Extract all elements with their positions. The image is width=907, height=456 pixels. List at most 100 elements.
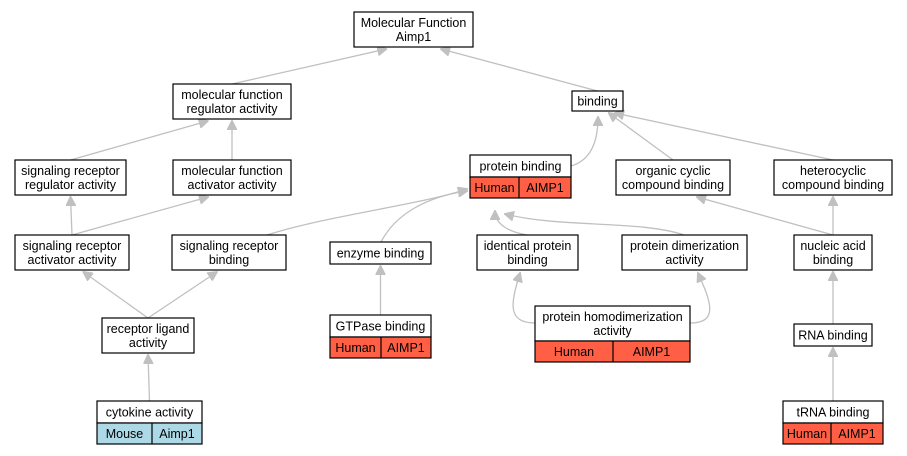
node-label-line: activator activity: [188, 178, 278, 192]
node-box: [329, 241, 432, 265]
annotation-gene: AIMP1: [526, 181, 564, 195]
node-label-line: heterocyclic: [800, 164, 866, 178]
graph-edge: [71, 197, 73, 236]
go-term-node[interactable]: binding: [571, 90, 624, 112]
annotation-species: Human: [787, 427, 827, 441]
graph-edge: [380, 191, 467, 243]
node-box: [615, 159, 731, 196]
node-box: [172, 159, 292, 196]
node-box: [172, 83, 292, 120]
node-label-line: RNA binding: [798, 329, 868, 343]
node-label-line: regulator activity: [186, 102, 278, 116]
node-box: [14, 234, 130, 271]
node-box: [101, 317, 195, 354]
node-label-line: cytokine activity: [106, 406, 194, 420]
graph-edge: [697, 197, 834, 236]
node-label-line: binding: [209, 253, 249, 267]
node-label-line: binding: [507, 253, 547, 267]
node-label-line: binding: [813, 253, 853, 267]
node-box: [571, 90, 624, 112]
graph-edge: [609, 113, 674, 161]
node-box: [476, 234, 579, 271]
graph-edge: [512, 273, 536, 324]
graph-edge: [148, 355, 150, 402]
graph-edge: [71, 197, 208, 236]
node-label-line: binding: [577, 95, 617, 109]
annotation-species: Human: [554, 345, 594, 359]
node-label-line: signaling receptor: [21, 164, 120, 178]
node-label-line: nucleic acid: [800, 239, 865, 253]
node-label-line: organic cyclic: [635, 164, 710, 178]
node-label-line: protein dimerization: [630, 239, 739, 253]
graph-edge: [615, 113, 834, 161]
graph-edge: [231, 49, 386, 85]
node-label-line: Aimp1: [396, 30, 431, 44]
node-box: [793, 234, 873, 271]
annotation-species: Human: [335, 341, 375, 355]
annotation-species: Human: [474, 181, 514, 195]
annotation-gene: Aimp1: [159, 427, 194, 441]
node-label-line: activity: [665, 253, 704, 267]
graph-edge: [266, 189, 467, 236]
node-label-line: tRNA binding: [797, 406, 870, 420]
node-box: [171, 234, 287, 271]
node-box: [534, 305, 691, 342]
annotation-gene: AIMP1: [838, 427, 876, 441]
node-label-line: activator activity: [28, 253, 118, 267]
node-label-line: receptor ligand: [107, 322, 190, 336]
node-label-line: molecular function: [181, 164, 282, 178]
node-label-line: signaling receptor: [23, 239, 122, 253]
annotation-row: [782, 422, 884, 445]
graph-edge: [495, 211, 528, 236]
node-box: [14, 159, 127, 196]
node-label-line: activity: [129, 336, 168, 350]
graph-edge: [83, 272, 149, 319]
node-label-line: GTPase binding: [336, 320, 426, 334]
annotation-gene: AIMP1: [633, 345, 671, 359]
node-label-line: molecular function: [181, 88, 282, 102]
node-label-line: signaling receptor: [180, 239, 279, 253]
graph-edge: [147, 272, 217, 319]
node-label-line: enzyme binding: [337, 247, 425, 261]
annotation-row: [469, 176, 572, 199]
node-label-line: compound binding: [622, 178, 724, 192]
node-label-line: regulator activity: [25, 178, 117, 192]
node-label-line: identical protein: [484, 239, 572, 253]
node-box: [621, 234, 748, 271]
annotation-species: Mouse: [106, 427, 144, 441]
node-label-line: protein binding: [479, 160, 561, 174]
node-box: [793, 323, 873, 347]
node-box: [773, 159, 893, 196]
graph-edge: [441, 49, 598, 92]
graph-edge: [70, 121, 208, 161]
graph-edge: [570, 117, 598, 167]
annotation-gene: AIMP1: [387, 341, 425, 355]
node-label-line: protein homodimerization: [542, 310, 682, 324]
go-term-node[interactable]: enzyme binding: [329, 241, 432, 265]
graph-edge: [505, 214, 685, 236]
edges-layer: [70, 49, 834, 402]
annotation-row: [96, 422, 203, 445]
graph-edge: [689, 273, 711, 324]
node-box: [353, 11, 474, 48]
node-label-line: Molecular Function: [361, 16, 467, 30]
go-term-node[interactable]: RNA binding: [793, 323, 873, 347]
